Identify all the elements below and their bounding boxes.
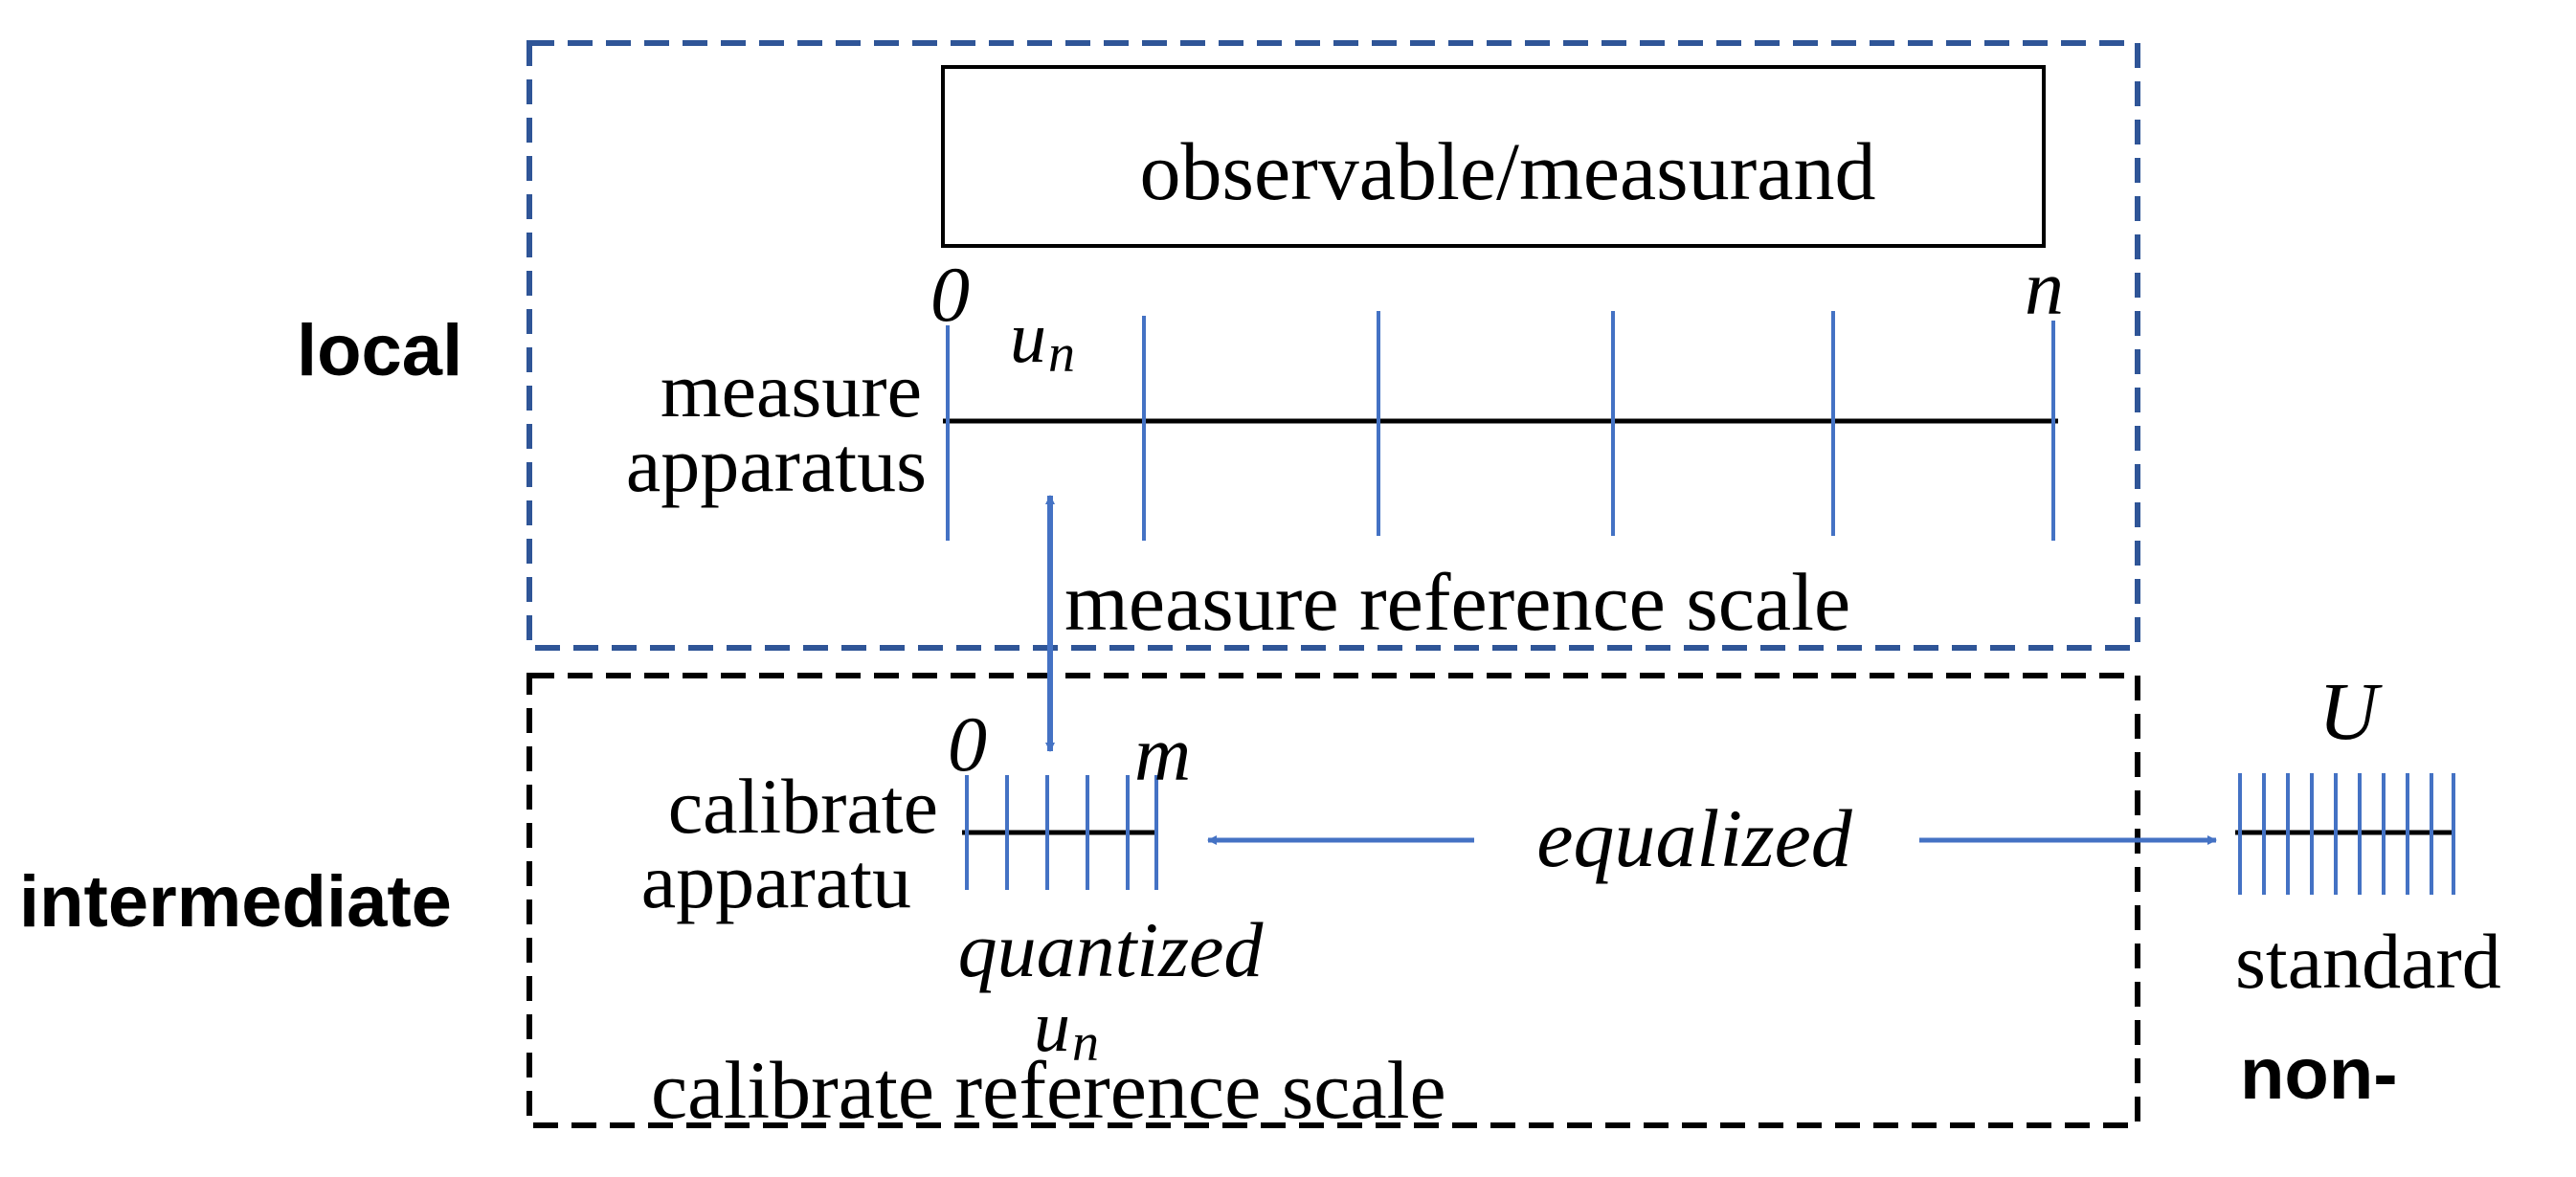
observable-label: observable/measurand bbox=[1140, 125, 1876, 217]
measure-unit-subscript: n bbox=[1048, 324, 1075, 384]
standard-scale-ticks bbox=[2238, 773, 2455, 895]
calibrate-scale-ticks bbox=[965, 775, 1158, 890]
calibrate-unit-symbol: u bbox=[1034, 987, 1070, 1067]
calibrate-scale-start: 0 bbox=[948, 700, 987, 788]
measure-scale-caption: measure reference scale bbox=[1064, 556, 1850, 648]
calibrate-scale-end: m bbox=[1134, 710, 1191, 797]
calibrate-scale-caption: calibrate reference scale bbox=[651, 1044, 1446, 1136]
measure-scale-ticks bbox=[946, 311, 2055, 541]
local-frame bbox=[526, 40, 2140, 651]
equalized-label: equalized bbox=[1536, 792, 1853, 884]
measure-unit-label: u n bbox=[1010, 298, 1075, 384]
quantized-label: quantized bbox=[958, 906, 1265, 993]
observable-box bbox=[941, 65, 2046, 248]
calibrate-apparatus-line1: calibrate bbox=[668, 763, 938, 850]
calibrate-apparatus-line2: apparatu bbox=[641, 837, 911, 924]
measure-scale-start: 0 bbox=[930, 251, 970, 338]
level-label-non: non- bbox=[2240, 1033, 2398, 1115]
level-label-intermediate: intermediate bbox=[19, 861, 452, 943]
measure-scale-end: n bbox=[2025, 244, 2064, 331]
measure-apparatus-line2: apparatus bbox=[626, 421, 927, 508]
measure-apparatus-line1: measure bbox=[661, 346, 922, 433]
intermediate-frame bbox=[526, 673, 2140, 1128]
standard-unit-label: U bbox=[2318, 665, 2383, 757]
standard-label: standard bbox=[2235, 918, 2501, 1005]
calibrate-unit-subscript: n bbox=[1072, 1013, 1099, 1073]
level-label-local: local bbox=[297, 310, 462, 391]
measure-unit-symbol: u bbox=[1010, 298, 1046, 378]
calibrate-unit-label: u n bbox=[1034, 987, 1099, 1073]
